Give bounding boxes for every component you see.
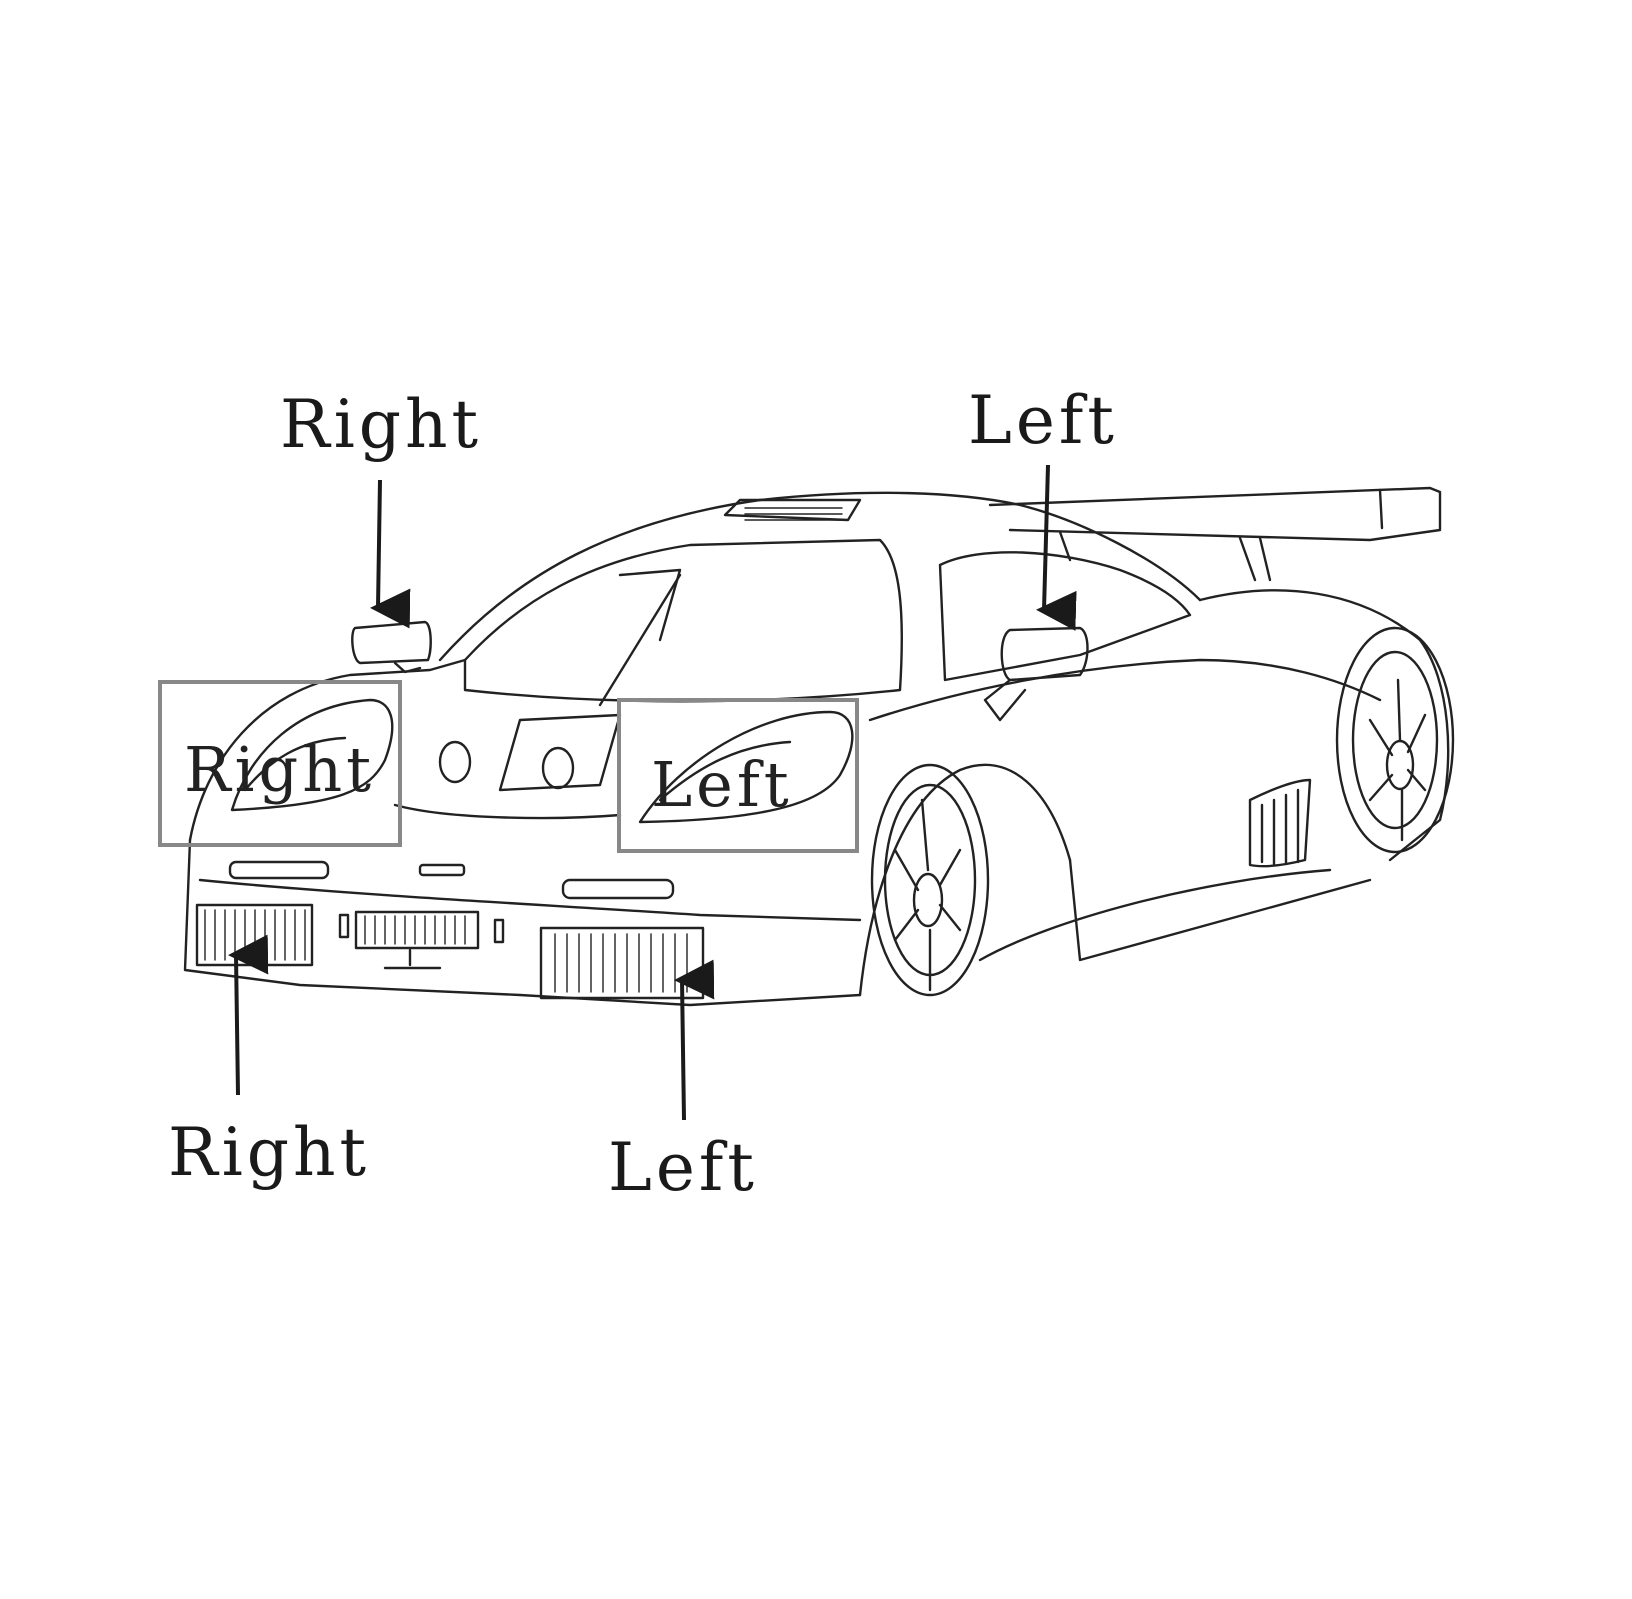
headlight-right-box: Right	[158, 680, 402, 847]
headlight-shapes	[230, 698, 854, 824]
arrow-foglight-left	[674, 959, 715, 1121]
front-bumper	[195, 860, 705, 1000]
rear-wheel	[1335, 626, 1455, 854]
label-headlight-left: Left	[651, 748, 793, 821]
arrow-foglight-right	[228, 934, 269, 1096]
hood-details	[393, 713, 622, 820]
label-headlight-right: Right	[184, 733, 376, 806]
label-mirror-left: Left	[968, 382, 1118, 459]
wiper	[598, 573, 682, 707]
rear-wing	[988, 486, 1442, 582]
front-wheel	[870, 763, 990, 997]
label-foglight-left: Left	[608, 1129, 758, 1206]
arrow-mirror-right	[370, 479, 411, 629]
mirror-shapes	[351, 620, 1089, 722]
arrow-mirror-left	[1036, 464, 1077, 631]
label-foglight-right: Right	[168, 1114, 371, 1191]
label-mirror-right: Right	[280, 386, 483, 463]
headlight-left-box: Left	[617, 698, 859, 853]
side-intake	[1248, 778, 1312, 868]
